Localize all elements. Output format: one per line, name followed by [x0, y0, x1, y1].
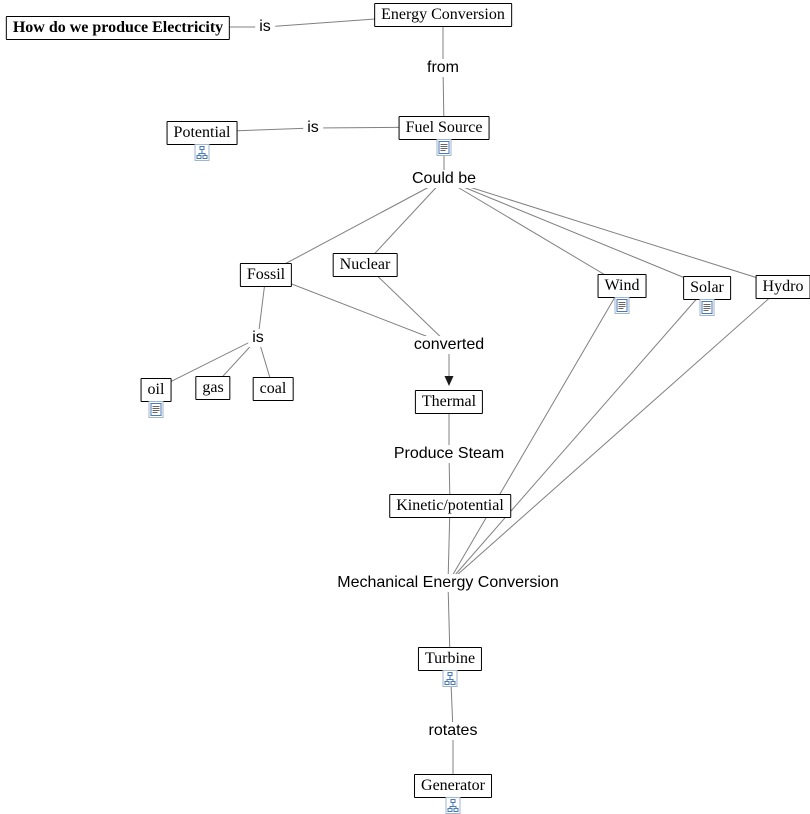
document-icon[interactable] [614, 297, 630, 314]
document-icon[interactable] [699, 299, 715, 316]
link-label-mechanical[interactable]: Mechanical Energy Conversion [333, 574, 563, 592]
node-energy-conversion[interactable]: Energy Conversion [374, 3, 512, 27]
node-fuel-source[interactable]: Fuel Source [398, 116, 490, 140]
node-wind[interactable]: Wind [597, 274, 647, 298]
node-fossil[interactable]: Fossil [239, 263, 293, 287]
node-turbine[interactable]: Turbine [417, 647, 483, 671]
document-icon[interactable] [148, 401, 164, 418]
node-solar[interactable]: Solar [683, 276, 731, 300]
link-label-is-question[interactable]: is [255, 18, 275, 36]
node-potential[interactable]: Potential [166, 121, 238, 145]
link-label-converted[interactable]: converted [409, 336, 489, 354]
node-gas[interactable]: gas [195, 376, 231, 400]
node-question[interactable]: How do we produce Electricity [5, 16, 231, 40]
node-thermal[interactable]: Thermal [414, 390, 484, 414]
node-nuclear[interactable]: Nuclear [332, 253, 398, 277]
link-label-produce-steam[interactable]: Produce Steam [389, 445, 509, 463]
link-label-is-fossil[interactable]: is [248, 329, 268, 347]
node-hydro[interactable]: Hydro [755, 275, 810, 299]
link-label-is-potential[interactable]: is [303, 119, 323, 137]
link-label-from[interactable]: from [423, 59, 463, 77]
node-generator[interactable]: Generator [414, 774, 492, 798]
link-label-rotates[interactable]: rotates [424, 722, 482, 740]
link-label-could-be[interactable]: Could be [407, 170, 481, 188]
hierarchy-icon[interactable] [442, 670, 458, 687]
document-icon[interactable] [436, 139, 452, 156]
node-kinetic-potential[interactable]: Kinetic/potential [389, 494, 511, 518]
hierarchy-icon[interactable] [445, 797, 461, 814]
hierarchy-icon[interactable] [194, 144, 210, 161]
node-coal[interactable]: coal [252, 377, 294, 401]
node-oil[interactable]: oil [140, 378, 172, 402]
arrowhead-converted-thermal [444, 376, 454, 386]
